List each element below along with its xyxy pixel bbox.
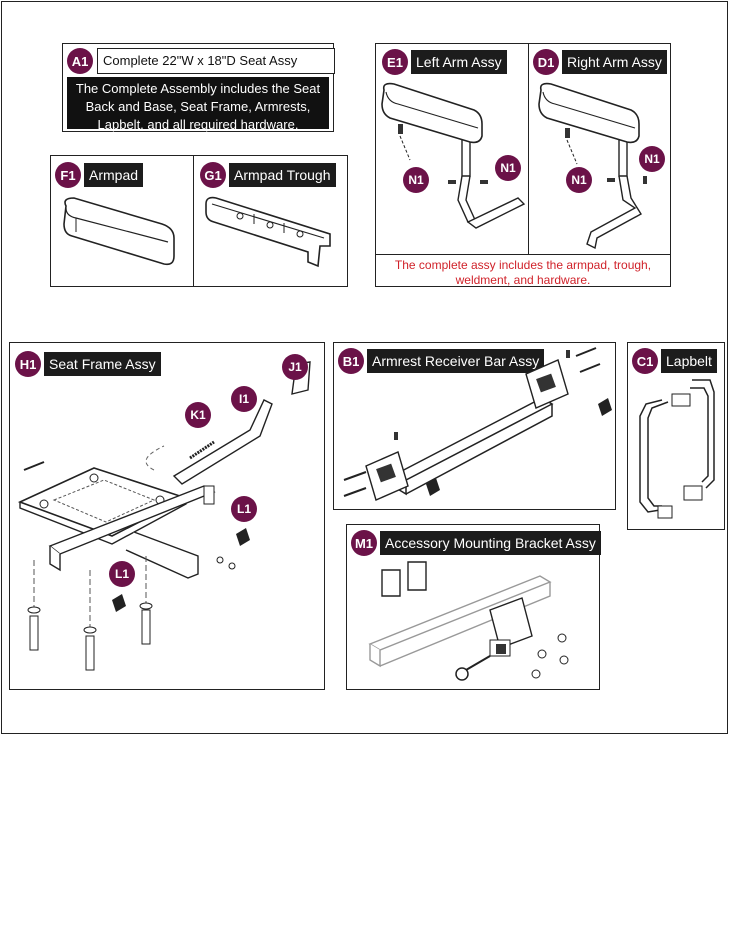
part-code-badge: G1 bbox=[200, 162, 226, 188]
arm-assy-note: The complete assy includes the armpad, t… bbox=[394, 258, 652, 287]
accessory-bracket-illustration bbox=[368, 561, 569, 681]
receiver-bar-illustration bbox=[343, 347, 612, 501]
panel-title-armpad: Armpad bbox=[84, 163, 144, 187]
callout-k1: K1 bbox=[185, 402, 211, 428]
panel-title-left-arm: Left Arm Assy bbox=[411, 50, 507, 74]
part-code-badge: B1 bbox=[338, 348, 364, 374]
left-arm-illustration bbox=[381, 82, 526, 229]
callout-l1-bottom: L1 bbox=[109, 561, 135, 587]
part-code-badge: A1 bbox=[67, 48, 93, 74]
panel-header-receiver-bar: B1 Armrest Receiver Bar Assy bbox=[338, 347, 545, 375]
panel-header-armpad-trough: G1 Armpad Trough bbox=[200, 161, 336, 189]
panel-divider bbox=[375, 254, 671, 255]
panel-divider bbox=[528, 43, 529, 254]
panel-title-seat-frame: Seat Frame Assy bbox=[44, 352, 161, 376]
seat-frame-illustration bbox=[17, 361, 311, 671]
armpad-illustration bbox=[63, 197, 175, 266]
part-code-badge: M1 bbox=[351, 530, 377, 556]
panel-header-left-arm: E1 Left Arm Assy bbox=[382, 48, 507, 76]
callout-n1-left-a: N1 bbox=[403, 167, 429, 193]
panel-title-right-arm: Right Arm Assy bbox=[562, 50, 667, 74]
lapbelt-illustration bbox=[639, 379, 715, 519]
callout-n1-left-b: N1 bbox=[495, 155, 521, 181]
panel-title-lapbelt: Lapbelt bbox=[661, 349, 717, 373]
part-code-badge: D1 bbox=[533, 49, 559, 75]
panel-header-seat-frame: H1 Seat Frame Assy bbox=[15, 350, 161, 378]
part-code-badge: E1 bbox=[382, 49, 408, 75]
panel-header-accessory-bracket: M1 Accessory Mounting Bracket Assy bbox=[351, 529, 601, 557]
assembly-description: The Complete Assembly includes the Seat … bbox=[67, 77, 329, 132]
callout-l1-right: L1 bbox=[231, 496, 257, 522]
panel-complete-seat-assy: A1 Complete 22"W x 18"D Seat Assy The Co… bbox=[62, 43, 335, 132]
part-code-badge: F1 bbox=[55, 162, 81, 188]
callout-n1-right-b: N1 bbox=[639, 146, 665, 172]
callout-n1-right-a: N1 bbox=[566, 167, 592, 193]
panel-header-armpad: F1 Armpad bbox=[55, 161, 144, 189]
panel-header: A1 Complete 22"W x 18"D Seat Assy bbox=[67, 47, 335, 75]
right-arm-illustration bbox=[538, 82, 647, 250]
panel-title-accessory-bracket: Accessory Mounting Bracket Assy bbox=[380, 531, 601, 555]
panel-header-right-arm: D1 Right Arm Assy bbox=[533, 48, 667, 76]
callout-j1: J1 bbox=[282, 354, 308, 380]
panel-divider bbox=[193, 155, 194, 287]
part-code-badge: C1 bbox=[632, 348, 658, 374]
callout-i1: I1 bbox=[231, 386, 257, 412]
panel-arm-assy-group bbox=[375, 43, 671, 287]
panel-header-lapbelt: C1 Lapbelt bbox=[632, 347, 717, 375]
armpad-trough-illustration bbox=[205, 196, 331, 268]
panel-title: Complete 22"W x 18"D Seat Assy bbox=[97, 48, 335, 74]
panel-title-receiver-bar: Armrest Receiver Bar Assy bbox=[367, 349, 545, 373]
parts-sheet bbox=[1, 1, 728, 734]
panel-title-armpad-trough: Armpad Trough bbox=[229, 163, 336, 187]
part-code-badge: H1 bbox=[15, 351, 41, 377]
